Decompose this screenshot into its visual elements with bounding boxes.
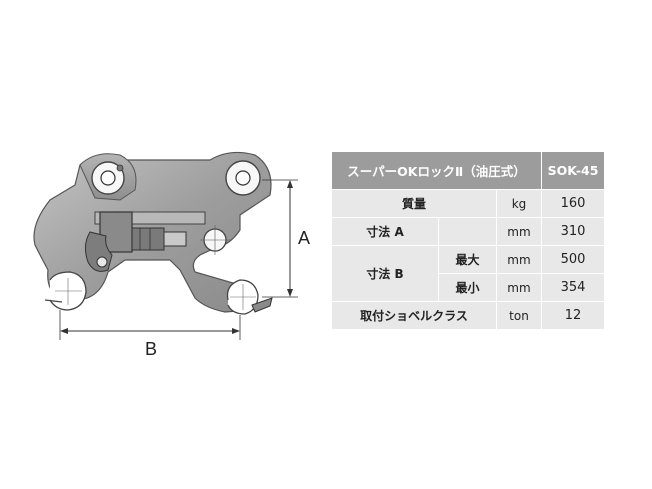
quick-coupler-diagram: A B [33,151,310,359]
table-row: 質量 kg 160 [331,189,605,218]
dimension-b-label: B [145,339,157,359]
row-label: 質量 [331,189,497,218]
row-value: 160 [541,189,605,218]
pin-hole-top-left-inner [100,170,116,186]
cylinder-body [131,227,165,251]
row-value: 500 [541,245,605,274]
dimension-b: B [59,310,241,359]
cylinder-rod [163,231,187,247]
safety-latch [251,297,273,313]
table-row: 取付ショベルクラス ton 12 [331,301,605,330]
grease-nipple [116,164,124,172]
header-product-name: スーパーOKロックⅡ（油圧式） [331,151,542,190]
row-sub-empty [438,217,497,246]
row-unit: kg [496,189,542,218]
header-model: SOK-45 [541,151,605,190]
row-unit: ton [496,301,542,330]
pin-hole-top-right-inner [235,170,251,186]
spec-table: スーパーOKロックⅡ（油圧式） SOK-45 質量 kg 160 寸法 A mm… [331,151,605,330]
dimension-a-label: A [298,228,310,248]
row-sub: 最小 [438,273,497,302]
cylinder-block [99,211,133,253]
table-row: 寸法 A mm 310 [331,217,605,246]
table-row: 寸法 B 最大 mm 500 [331,245,605,302]
row-value: 354 [541,273,605,302]
row-label: 取付ショベルクラス [331,301,497,330]
row-value: 310 [541,217,605,246]
row-sub: 最大 [438,245,497,274]
row-value: 12 [541,301,605,330]
row-label: 寸法 A [331,217,439,246]
table-row: 最小 mm 354 [332,273,605,302]
row-unit: mm [496,245,542,274]
row-unit: mm [496,217,542,246]
row-label: 寸法 B [331,245,439,302]
table-header-row: スーパーOKロックⅡ（油圧式） SOK-45 [331,151,605,190]
dimension-a: A [262,179,310,298]
row-unit: mm [496,273,542,302]
hook-pin [96,256,108,268]
